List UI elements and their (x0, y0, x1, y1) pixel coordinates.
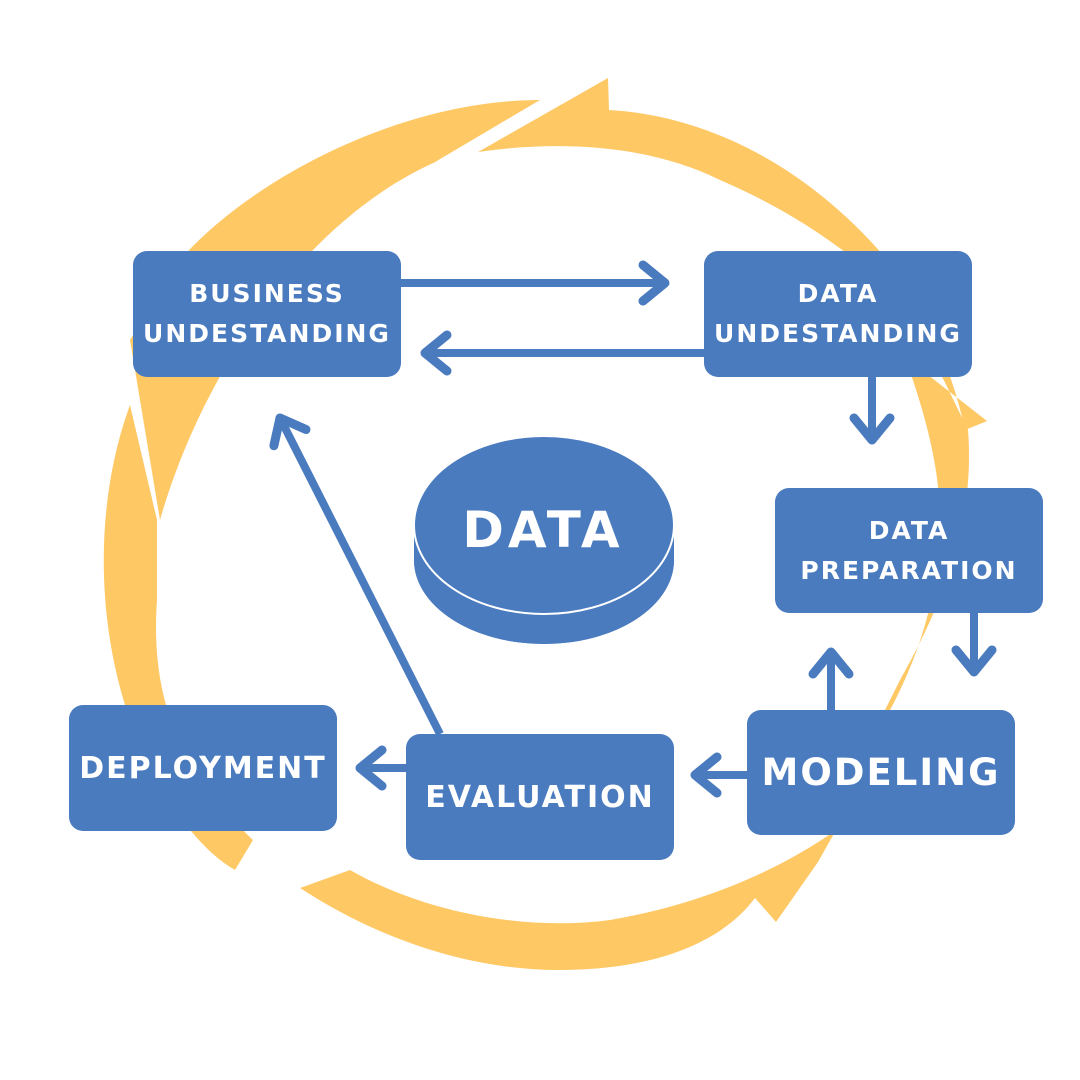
arrow-preparation-to-modeling (951, 613, 997, 677)
business-understanding-label: BUSINESS UNDESTANDING (143, 279, 391, 348)
data-store-cylinder (413, 435, 675, 644)
cycle-arrow-bottom (300, 830, 836, 970)
arrow-data-understanding-to-preparation (849, 377, 895, 445)
arrow-evaluation-to-deployment (355, 745, 406, 791)
arrow-modeling-to-preparation (808, 647, 854, 710)
arrow-business-to-data-understanding (401, 260, 670, 306)
modeling-label: MODELING (761, 751, 1001, 794)
evaluation-label: EVALUATION (425, 779, 655, 815)
arrow-head (808, 647, 854, 679)
modeling-box[interactable]: MODELING (747, 710, 1015, 835)
business-understanding-box[interactable]: BUSINESS UNDESTANDING (133, 251, 401, 377)
data-understanding-box[interactable]: DATA UNDESTANDING (704, 251, 972, 377)
arrow-modeling-to-evaluation (690, 752, 747, 798)
evaluation-box[interactable]: EVALUATION (406, 734, 674, 860)
arrow-head (355, 745, 387, 791)
cylinder-top (413, 435, 675, 615)
arrow-head (690, 752, 722, 798)
arrow-head (420, 330, 452, 376)
data-understanding-label: DATA UNDESTANDING (714, 279, 962, 348)
arrow-evaluation-to-business (269, 413, 444, 736)
arrow-head (269, 413, 311, 451)
cycle-arrow-top (130, 78, 900, 520)
arrow-data-understanding-to-business (420, 330, 704, 376)
arrow-shaft (278, 419, 444, 736)
arrow-head (638, 260, 670, 306)
data-preparation-label: DATA PREPARATION (800, 515, 1018, 585)
arrow-head (951, 645, 997, 677)
arrow-head (849, 413, 895, 445)
data-preparation-box[interactable]: DATA PREPARATION (775, 488, 1043, 613)
cycle-arrow-left (103, 405, 253, 870)
deployment-box[interactable]: DEPLOYMENT (69, 705, 337, 831)
data-store-label: DATA (462, 501, 624, 559)
deployment-label: DEPLOYMENT (79, 750, 327, 786)
